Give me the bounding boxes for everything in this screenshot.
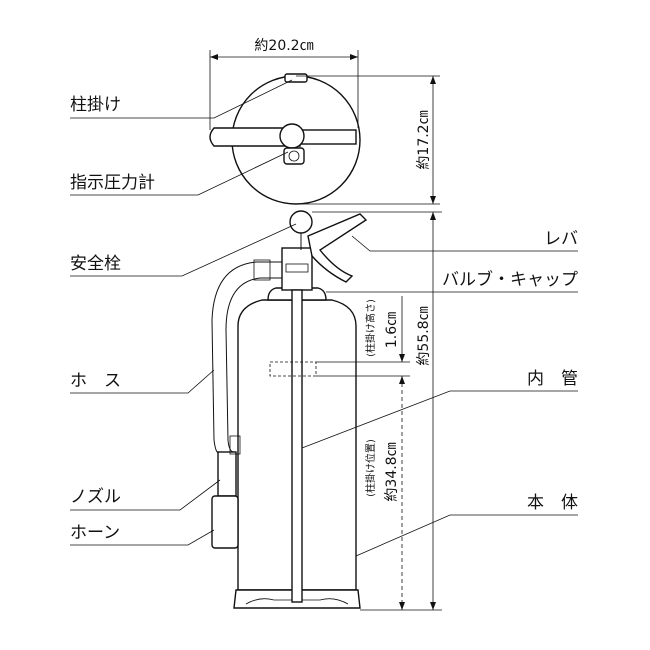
label-hose: ホ ス xyxy=(70,371,121,391)
side-view xyxy=(211,210,368,609)
hook-height-note: (柱掛け高さ) xyxy=(364,299,377,357)
width-dimension: 約20.2㎝ xyxy=(209,38,359,130)
width-dimension-label: 約20.2㎝ xyxy=(254,38,313,54)
valve-body xyxy=(281,247,313,291)
label-gauge: 指示圧力計 xyxy=(70,173,155,193)
top-view-hook xyxy=(284,73,308,83)
top-view-lever xyxy=(299,129,357,145)
hook-marker xyxy=(269,361,317,377)
hook-position-label: 約34.8㎝ xyxy=(384,442,400,501)
left-labels: 柱掛け 指示圧力計 安全栓 ホ ス ノズル ホーン xyxy=(70,79,297,546)
label-nozzle: ノズル xyxy=(70,487,121,507)
lever xyxy=(307,213,368,283)
hook-height-dimension: (柱掛け高さ) 1.6㎝ xyxy=(316,296,410,384)
top-view xyxy=(209,73,361,205)
label-valve-cap: バルブ・キャップ xyxy=(442,269,578,290)
label-horn: ホーン xyxy=(70,523,120,543)
nozzle xyxy=(217,451,237,497)
label-inner-tube: 内 管 xyxy=(527,369,578,389)
label-body: 本 体 xyxy=(527,493,578,513)
top-view-gauge xyxy=(283,147,305,165)
hook-height-label: 1.6㎝ xyxy=(384,312,400,348)
label-lever: レバ xyxy=(544,229,578,249)
top-height-dimension-label: 約17.2㎝ xyxy=(416,110,432,169)
hose xyxy=(211,261,282,454)
safety-pin-ring xyxy=(289,210,313,234)
horn xyxy=(211,495,239,549)
hook-position-dimension: (柱掛け位置) 約34.8㎝ xyxy=(364,376,405,610)
top-height-dimension: 約17.2㎝ xyxy=(296,75,440,205)
label-safety-pin: 安全栓 xyxy=(70,254,121,274)
inner-tube xyxy=(291,289,303,603)
total-height-dimension-label: 約55.8㎝ xyxy=(416,306,432,365)
label-hook: 柱掛け xyxy=(70,95,121,115)
hook-position-note: (柱掛け位置) xyxy=(364,439,377,497)
top-view-valve xyxy=(279,123,305,149)
top-view-gauge-dial xyxy=(288,150,300,162)
right-labels: レバ バルブ・キャップ 内 管 本 体 xyxy=(301,229,578,557)
total-height-dimension: 約55.8㎝ xyxy=(312,211,442,611)
